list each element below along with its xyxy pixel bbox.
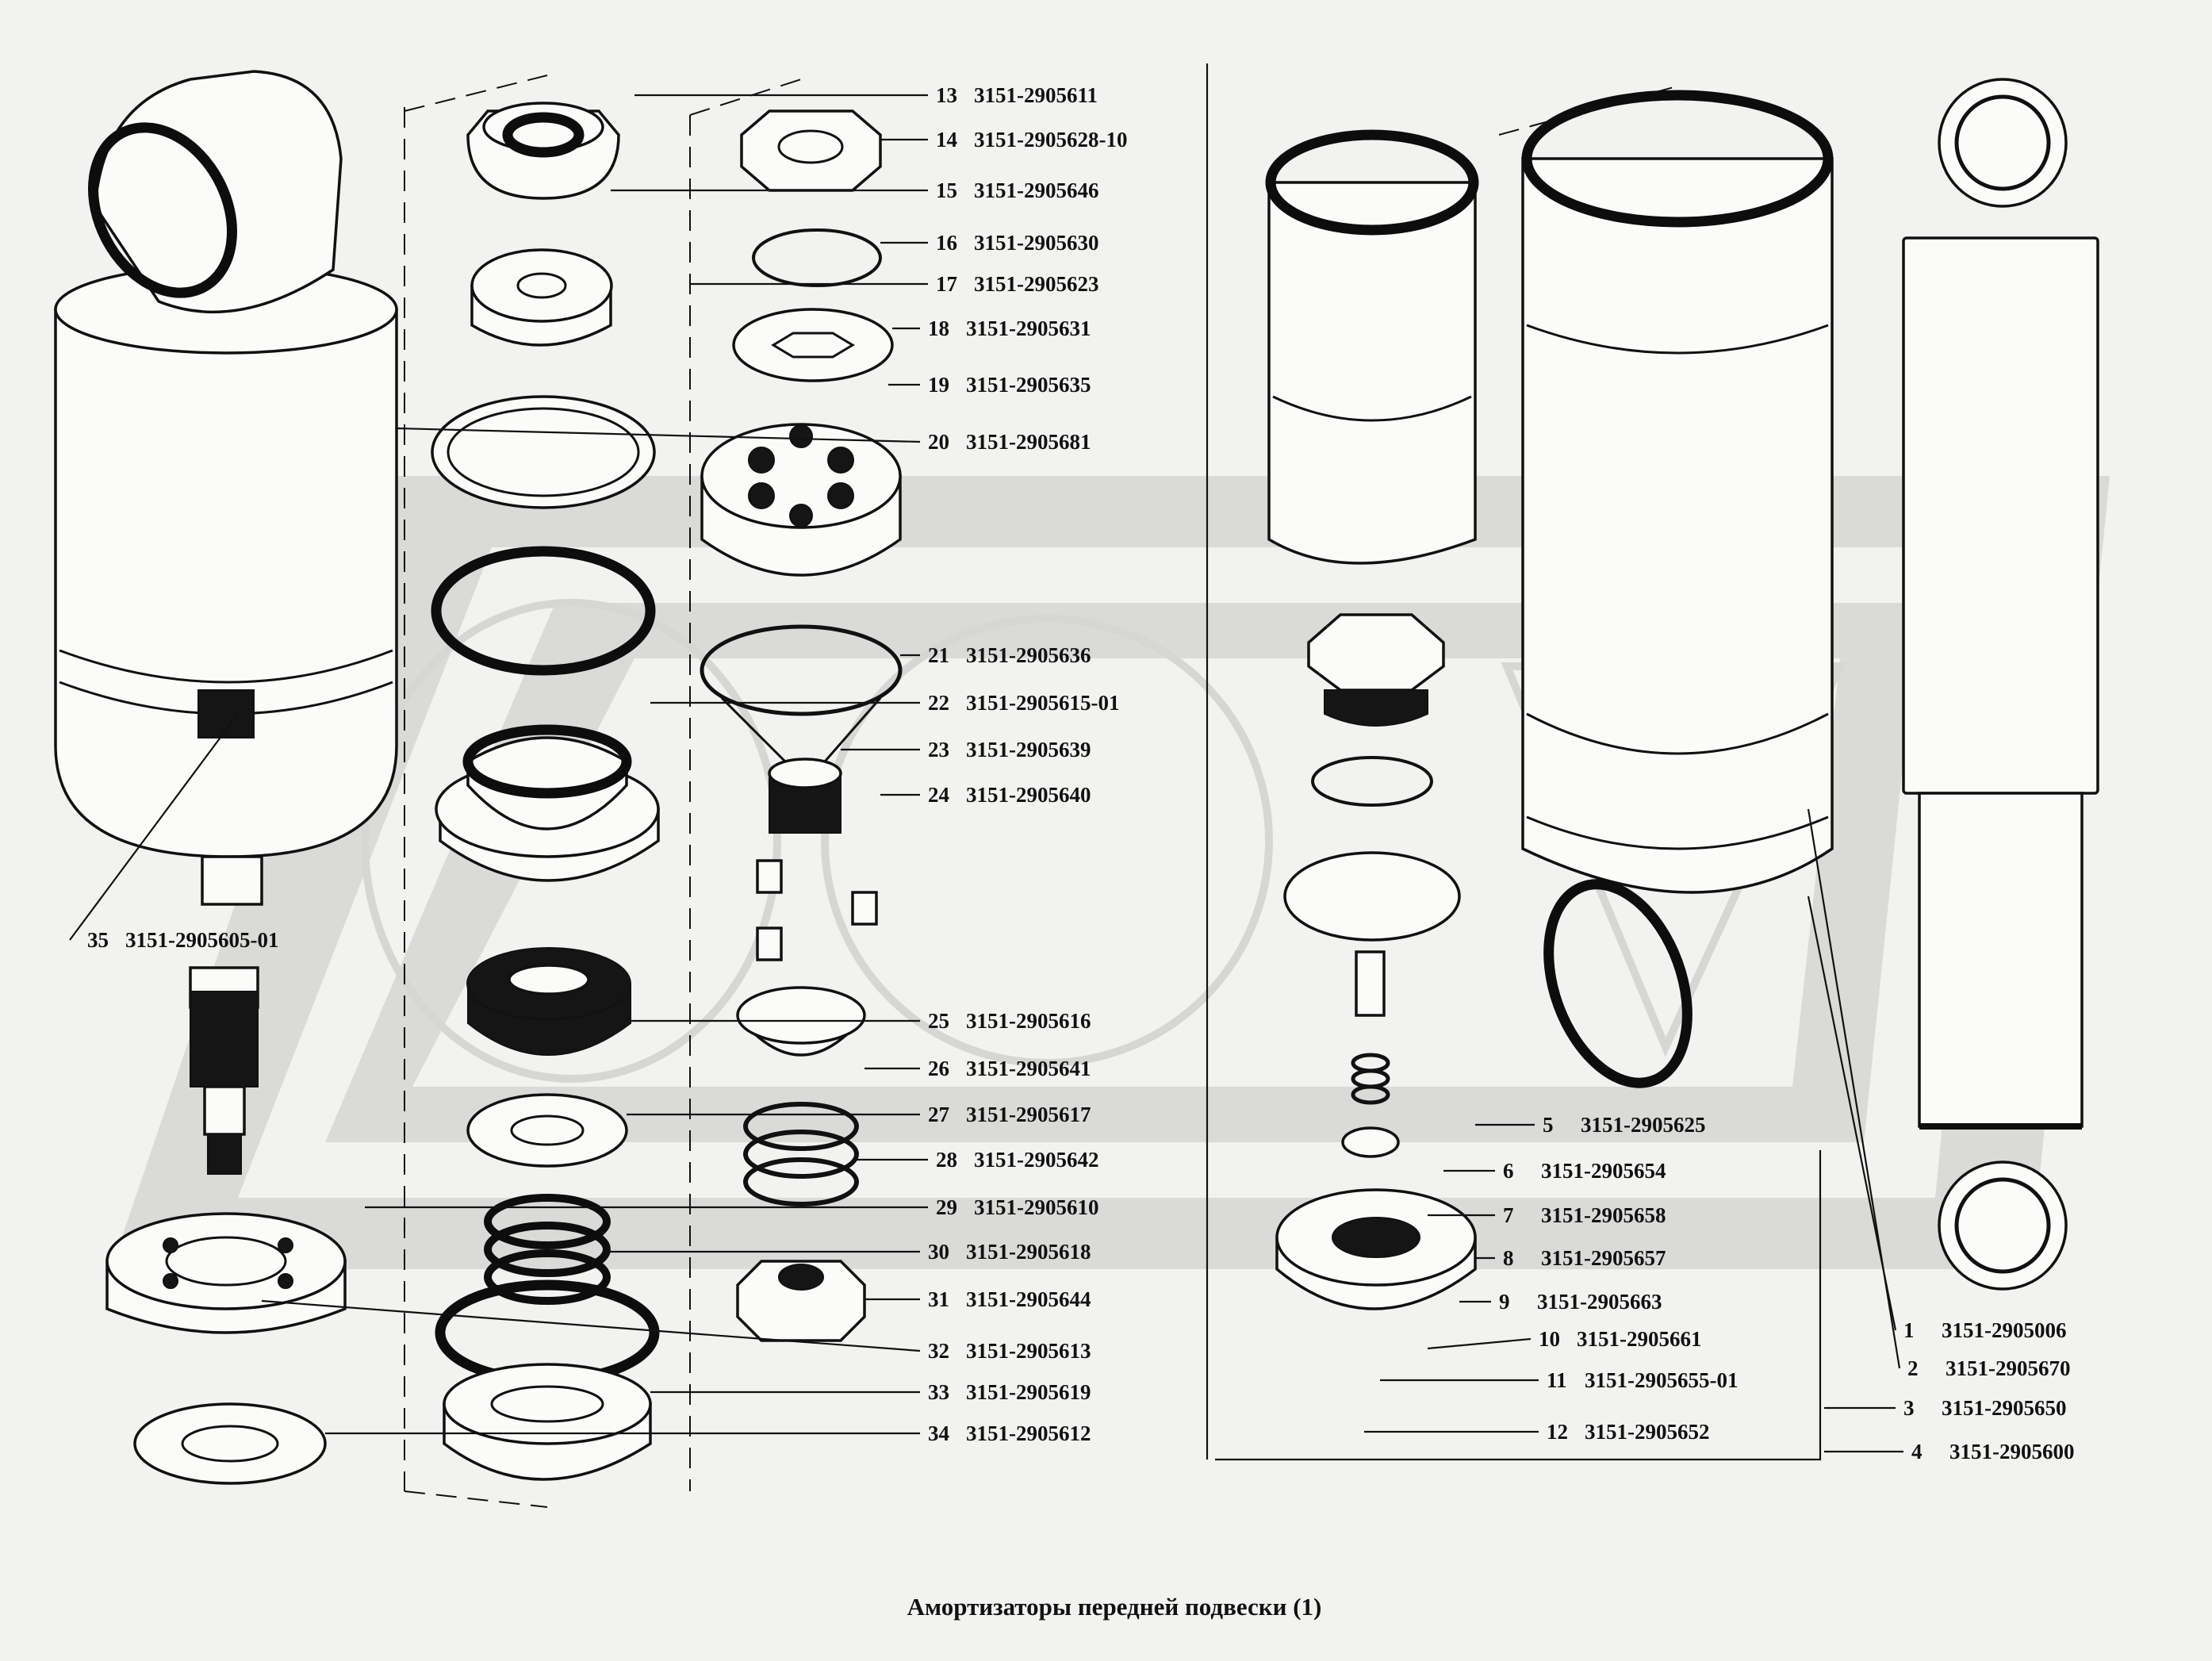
part-number-3: 3 bbox=[1903, 1396, 1915, 1420]
part-number-18: 18 bbox=[928, 316, 949, 340]
part-number-17: 17 bbox=[936, 272, 957, 296]
part-code-17: 3151-2905623 bbox=[974, 272, 1099, 296]
right-panel-parts bbox=[1265, 78, 2099, 1310]
part-number-35: 35 bbox=[87, 928, 109, 952]
part-code-10: 3151-2905661 bbox=[1577, 1327, 1702, 1351]
part-code-7: 3151-2905658 bbox=[1541, 1203, 1666, 1227]
part-code-1: 3151-2905006 bbox=[1942, 1318, 2067, 1342]
part-number-5: 5 bbox=[1543, 1113, 1554, 1137]
part-number-33: 33 bbox=[928, 1380, 949, 1404]
part-code-27: 3151-2905617 bbox=[966, 1103, 1091, 1126]
part-number-25: 25 bbox=[928, 1009, 949, 1033]
part-code-34: 3151-2905612 bbox=[966, 1421, 1091, 1445]
part-code-12: 3151-2905652 bbox=[1585, 1420, 1710, 1444]
part-code-13: 3151-2905611 bbox=[974, 83, 1098, 107]
part-number-30: 30 bbox=[928, 1240, 949, 1264]
part-code-8: 3151-2905657 bbox=[1541, 1246, 1666, 1270]
part-code-28: 3151-2905642 bbox=[974, 1148, 1099, 1172]
part-code-33: 3151-2905619 bbox=[966, 1380, 1091, 1404]
part-number-16: 16 bbox=[936, 231, 957, 255]
part-number-22: 22 bbox=[928, 691, 949, 715]
piston-rod-illustration bbox=[189, 966, 259, 1175]
part-code-2: 3151-2905670 bbox=[1946, 1356, 2071, 1380]
part-number-21: 21 bbox=[928, 643, 949, 667]
part-code-29: 3151-2905610 bbox=[974, 1195, 1099, 1219]
part-code-31: 3151-2905644 bbox=[966, 1287, 1091, 1311]
part-number-1: 1 bbox=[1903, 1318, 1915, 1342]
part-number-28: 28 bbox=[936, 1148, 957, 1172]
part-number-14: 14 bbox=[936, 128, 957, 152]
part-code-6: 3151-2905654 bbox=[1541, 1159, 1666, 1183]
part-code-11: 3151-2905655-01 bbox=[1585, 1368, 1738, 1392]
part-number-19: 19 bbox=[928, 373, 949, 397]
part-code-24: 3151-2905640 bbox=[966, 783, 1091, 807]
part-32-illustration bbox=[105, 1212, 347, 1485]
part-number-31: 31 bbox=[928, 1287, 949, 1311]
part-number-27: 27 bbox=[928, 1103, 949, 1126]
part-number-2: 2 bbox=[1907, 1356, 1919, 1380]
part-code-16: 3151-2905630 bbox=[974, 231, 1099, 255]
part-number-23: 23 bbox=[928, 738, 949, 761]
part-code-26: 3151-2905641 bbox=[966, 1057, 1091, 1080]
diagram-frames bbox=[404, 63, 1822, 1508]
part-code-21: 3151-2905636 bbox=[966, 643, 1091, 667]
part-code-23: 3151-2905639 bbox=[966, 738, 1091, 761]
part-code-4: 3151-2905600 bbox=[1949, 1440, 2075, 1463]
part-code-14: 3151-2905628-10 bbox=[974, 128, 1127, 152]
part-code-15: 3151-2905646 bbox=[974, 178, 1099, 202]
part-code-20: 3151-2905681 bbox=[966, 430, 1091, 454]
part-code-3: 3151-2905650 bbox=[1942, 1396, 2067, 1420]
part-35-illustration bbox=[54, 70, 398, 906]
part-number-12: 12 bbox=[1547, 1420, 1568, 1444]
part-number-29: 29 bbox=[936, 1195, 957, 1219]
part-number-10: 10 bbox=[1539, 1327, 1560, 1351]
leader-line-10 bbox=[1427, 1337, 1532, 1350]
part-number-32: 32 bbox=[928, 1339, 949, 1363]
part-number-8: 8 bbox=[1503, 1246, 1514, 1270]
leader-line-20 bbox=[396, 427, 921, 443]
part-code-35: 3151-2905605-01 bbox=[125, 928, 278, 952]
part-number-13: 13 bbox=[936, 83, 957, 107]
leader-line-2 bbox=[1807, 808, 1901, 1369]
part-code-19: 3151-2905635 bbox=[966, 373, 1091, 397]
middle-column-parts bbox=[431, 102, 660, 1481]
part-code-9: 3151-2905663 bbox=[1537, 1290, 1662, 1314]
part-number-20: 20 bbox=[928, 430, 949, 454]
part-number-15: 15 bbox=[936, 178, 957, 202]
part-number-9: 9 bbox=[1499, 1290, 1510, 1314]
part-number-6: 6 bbox=[1503, 1159, 1514, 1183]
part-code-5: 3151-2905625 bbox=[1581, 1113, 1706, 1137]
part-code-30: 3151-2905618 bbox=[966, 1240, 1091, 1264]
leader-line-35 bbox=[69, 713, 239, 941]
inner-column-parts bbox=[700, 109, 903, 1342]
part-code-22: 3151-2905615-01 bbox=[966, 691, 1119, 715]
part-number-11: 11 bbox=[1547, 1368, 1567, 1392]
part-number-7: 7 bbox=[1503, 1203, 1514, 1227]
part-code-32: 3151-2905613 bbox=[966, 1339, 1091, 1363]
part-code-18: 3151-2905631 bbox=[966, 316, 1091, 340]
part-number-24: 24 bbox=[928, 783, 949, 807]
diagram-caption: Амортизаторы передней подвески (1) bbox=[907, 1593, 1322, 1621]
leader-line-32 bbox=[261, 1299, 921, 1352]
part-code-25: 3151-2905616 bbox=[966, 1009, 1091, 1033]
part-number-34: 34 bbox=[928, 1421, 949, 1445]
part-labels: 1 3151-2905006 2 3151-2905670 3 3151-2905650 4… bbox=[69, 83, 2075, 1463]
part-number-26: 26 bbox=[928, 1057, 949, 1080]
part-number-4: 4 bbox=[1911, 1440, 1923, 1463]
